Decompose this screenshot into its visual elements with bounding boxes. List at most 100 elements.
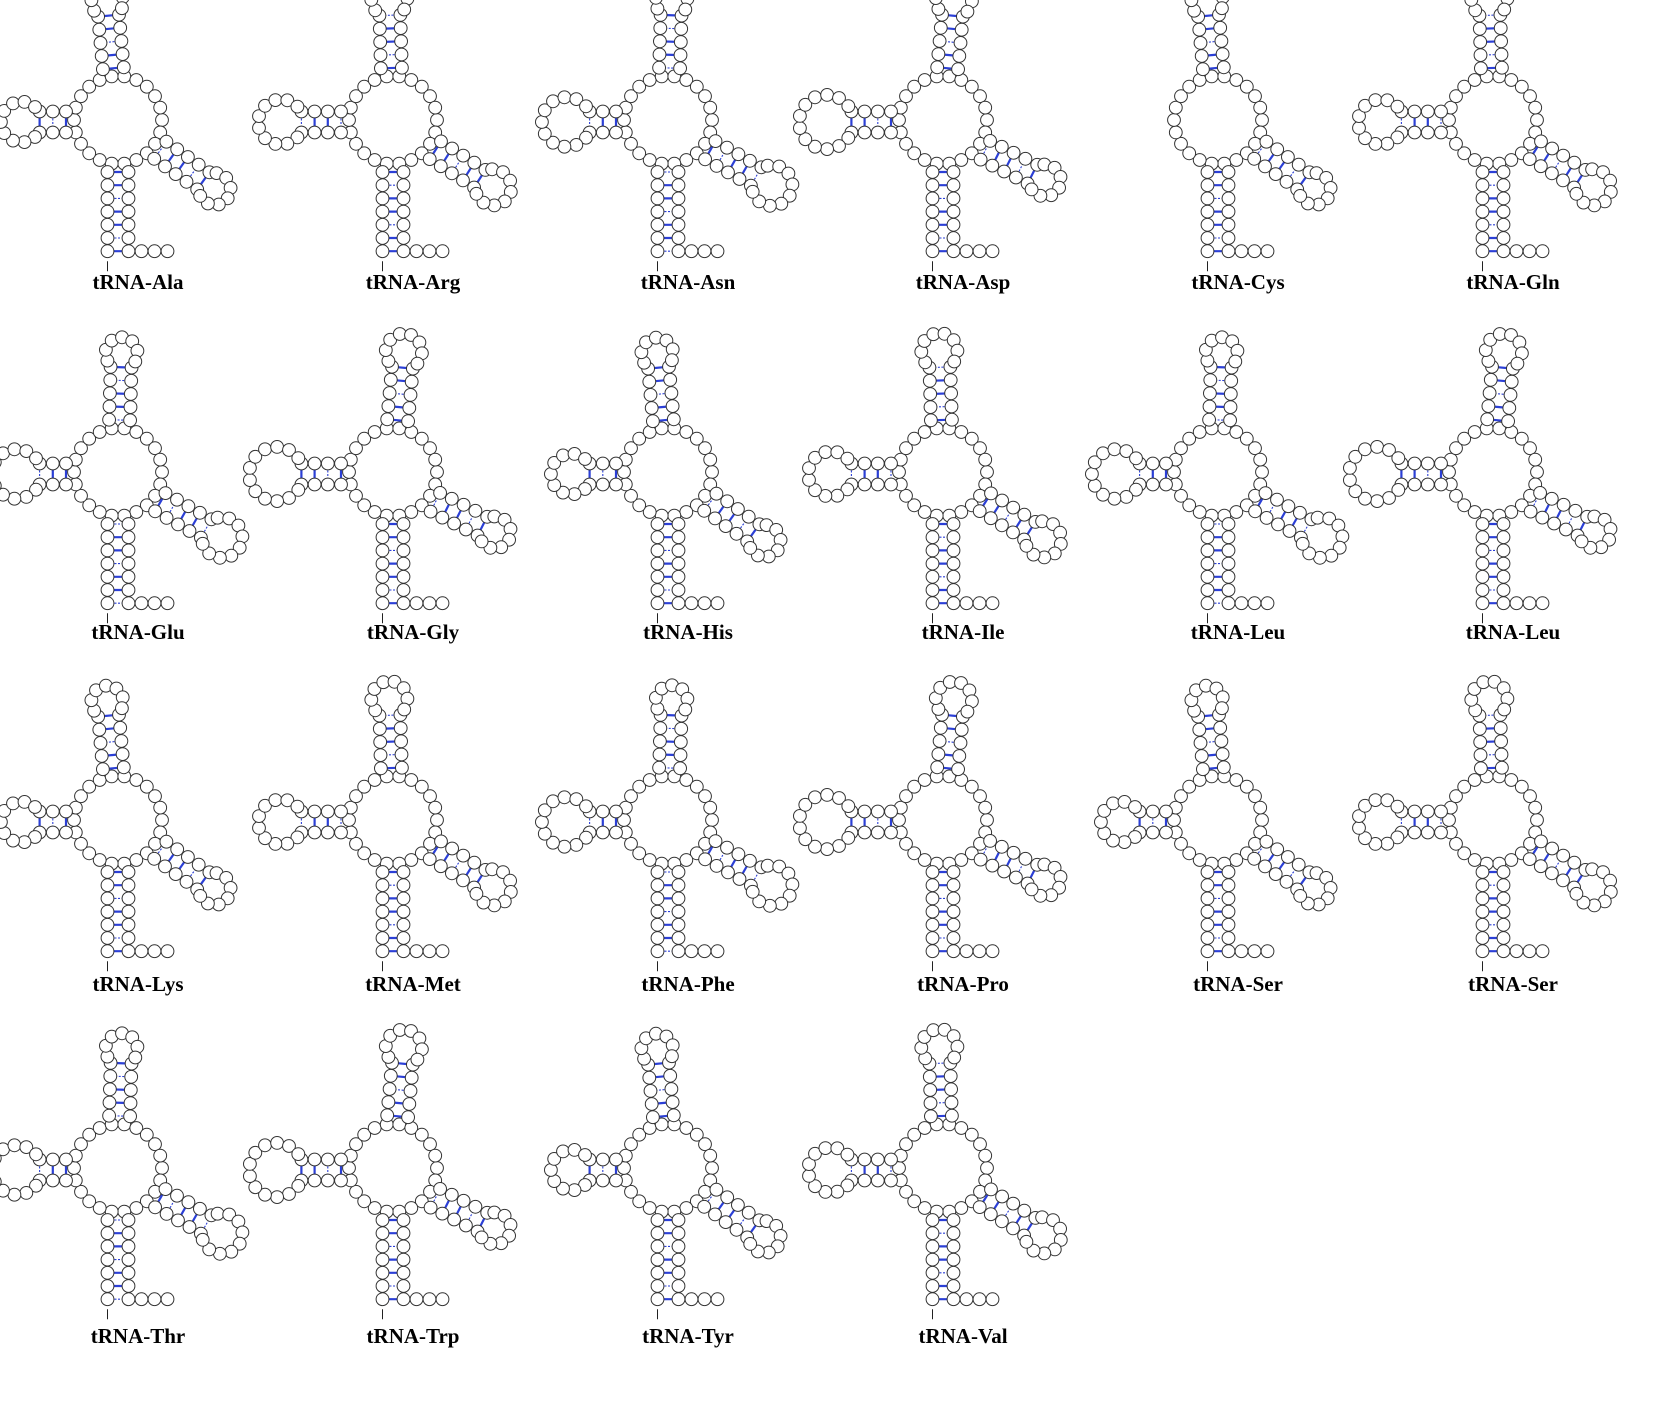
nucleotide bbox=[320, 1152, 335, 1167]
cloverleaf-structure bbox=[0, 330, 250, 624]
nucleotide bbox=[1200, 865, 1215, 879]
nucleotide bbox=[870, 1173, 885, 1188]
nucleotide bbox=[1475, 530, 1490, 545]
nucleotide bbox=[1260, 596, 1275, 611]
nucleotide bbox=[1107, 442, 1122, 457]
nucleotide bbox=[409, 1292, 424, 1307]
nucleotide bbox=[171, 1213, 185, 1228]
nucleotide bbox=[74, 441, 88, 456]
nucleotide bbox=[997, 164, 1012, 179]
nucleotide bbox=[139, 431, 154, 446]
nucleotide bbox=[270, 1190, 284, 1205]
nucleotide bbox=[569, 838, 584, 852]
t-arm bbox=[1522, 134, 1618, 213]
nucleotide bbox=[92, 153, 107, 167]
nucleotide bbox=[671, 1226, 686, 1241]
nucleotide bbox=[100, 556, 115, 571]
nucleotide bbox=[232, 540, 247, 555]
nucleotide bbox=[907, 1194, 922, 1209]
nucleotide bbox=[123, 1083, 138, 1097]
nucleotide bbox=[1247, 944, 1262, 959]
nucleotide bbox=[121, 583, 136, 597]
nucleotide bbox=[808, 1146, 822, 1161]
nucleotide bbox=[671, 1279, 686, 1293]
nucleotide bbox=[1472, 721, 1487, 736]
nucleotide bbox=[917, 73, 932, 87]
nucleotide bbox=[1496, 944, 1511, 959]
nucleotide bbox=[643, 1084, 658, 1098]
nucleotide bbox=[148, 89, 162, 104]
nucleotide bbox=[334, 1173, 348, 1188]
nucleotide bbox=[709, 486, 724, 501]
nucleotide bbox=[1368, 837, 1383, 851]
nucleotide bbox=[546, 135, 560, 150]
nucleotide bbox=[396, 530, 411, 545]
nucleotide bbox=[929, 0, 943, 5]
nucleotide bbox=[414, 79, 429, 94]
nucleotide bbox=[1221, 204, 1236, 219]
t-arm bbox=[147, 134, 238, 212]
nucleotide bbox=[404, 1070, 419, 1085]
nucleotide bbox=[930, 60, 945, 75]
nucleotide bbox=[113, 720, 128, 735]
nucleotide bbox=[946, 917, 961, 932]
nucleotide bbox=[985, 944, 1000, 959]
nucleotide bbox=[650, 217, 665, 232]
nucleotide bbox=[1514, 79, 1529, 94]
nucleotide bbox=[102, 1095, 117, 1110]
nucleotide bbox=[665, 399, 680, 413]
nucleotide bbox=[394, 734, 408, 749]
nucleotide bbox=[689, 779, 704, 794]
nucleotide bbox=[258, 442, 272, 457]
nucleotide bbox=[158, 486, 173, 501]
nucleotide bbox=[650, 944, 665, 959]
nucleotide bbox=[349, 1137, 363, 1152]
nucleotide bbox=[129, 73, 144, 87]
nucleotide bbox=[925, 178, 940, 193]
nucleotide bbox=[1434, 456, 1448, 471]
nucleotide bbox=[1221, 178, 1236, 193]
nucleotide bbox=[922, 373, 937, 388]
trna-label: tRNA-Ala bbox=[92, 270, 184, 294]
nucleotide bbox=[139, 79, 154, 94]
nucleotide bbox=[45, 104, 60, 119]
nucleotide bbox=[1203, 386, 1217, 401]
nucleotide bbox=[268, 137, 283, 151]
nucleotide bbox=[121, 556, 136, 571]
nucleotide bbox=[1259, 834, 1274, 849]
nucleotide bbox=[210, 1206, 225, 1221]
nucleotide bbox=[195, 536, 210, 551]
nucleotide bbox=[579, 130, 593, 145]
nucleotide bbox=[445, 166, 459, 181]
trna-panel: tRNA-Thr bbox=[0, 1026, 276, 1398]
nucleotide bbox=[907, 498, 922, 513]
nucleotide bbox=[1382, 491, 1396, 505]
nucleotide bbox=[985, 244, 1000, 259]
nucleotide bbox=[907, 846, 922, 861]
nucleotide bbox=[129, 153, 144, 167]
nucleotide bbox=[671, 944, 686, 959]
nucleotide bbox=[840, 482, 855, 497]
nucleotide bbox=[642, 505, 657, 519]
trna-label: tRNA-Met bbox=[365, 972, 461, 996]
nucleotide bbox=[243, 473, 257, 488]
nucleotide bbox=[1202, 399, 1217, 414]
nucleotide bbox=[946, 878, 961, 893]
d-arm bbox=[793, 88, 898, 157]
nucleotide bbox=[92, 1121, 107, 1135]
nucleotide bbox=[650, 1213, 665, 1227]
nucleotide bbox=[270, 440, 284, 454]
nucleotide bbox=[671, 1213, 686, 1227]
nucleotide bbox=[671, 231, 686, 245]
nucleotide bbox=[252, 109, 266, 123]
nucleotide bbox=[923, 400, 938, 414]
nucleotide bbox=[159, 134, 174, 149]
nucleotide bbox=[1390, 130, 1405, 145]
trna-label: tRNA-Thr bbox=[90, 1324, 186, 1348]
nucleotide bbox=[1200, 231, 1215, 245]
nucleotide bbox=[1504, 773, 1519, 787]
nucleotide bbox=[1523, 504, 1538, 519]
nucleotide bbox=[45, 477, 60, 492]
nucleotide bbox=[1200, 556, 1215, 571]
